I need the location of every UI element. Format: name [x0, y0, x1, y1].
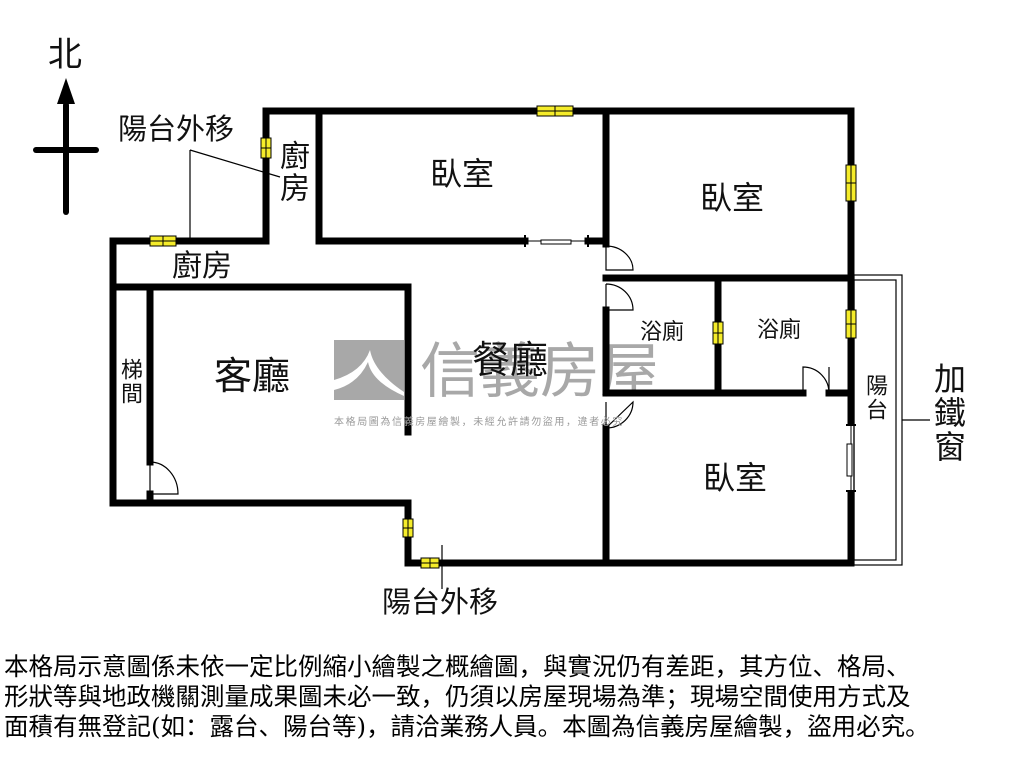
room-label-stairwell: 梯間 [117, 358, 142, 406]
room-label-kitchen-vertical: 廚房 [274, 140, 309, 204]
room-label-bedroom-top-right: 臥室 [700, 179, 765, 217]
room-label-bedroom-top-left: 臥室 [430, 155, 495, 193]
annotation-iron-window: 加鐵窗 [929, 362, 967, 464]
room-label-kitchen-horizontal: 廚房 [172, 249, 232, 284]
balcony-outline [853, 274, 930, 566]
disclaimer: 本格局示意圖係未依一定比例縮小繪製之概繪圖，與實況仍有差距，其方位、格局、 形狀… [4, 652, 1024, 742]
leader-lines [189, 149, 443, 589]
room-label-bathroom-right: 浴廁 [757, 318, 802, 343]
room-label-balcony: 陽台 [862, 374, 887, 422]
disclaimer-line: 面積有無登記(如：露台、陽台等)，請洽業務人員。本圖為信義房屋繪製，盜用必究。 [4, 712, 930, 741]
room-label-dining-room: 餐廳 [472, 338, 549, 382]
disclaimer-line: 形狀等與地政機關測量成果圖未必一致，仍須以房屋現場為準；現場空間使用方式及 [4, 682, 911, 711]
floor-plan: 信義房屋 [33, 78, 930, 589]
sliding-door-bedroom [524, 235, 589, 247]
compass-label: 北 [48, 35, 82, 75]
room-label-bedroom-bottom-right: 臥室 [703, 459, 768, 497]
room-label-bathroom-left: 浴廁 [640, 320, 685, 345]
swing-doors [149, 245, 830, 495]
annotation-balcony-moved-bottom: 陽台外移 [382, 585, 499, 619]
north-arrow-icon [33, 78, 99, 215]
disclaimer-line: 本格局示意圖係未依一定比例縮小繪製之概繪圖，與實況仍有差距，其方位、格局、 [4, 652, 911, 681]
room-label-living-room: 客廳 [214, 354, 291, 398]
annotation-balcony-moved-top: 陽台外移 [118, 112, 235, 146]
watermark-logo [334, 340, 404, 400]
windows [149, 105, 857, 569]
watermark-notice: 本格局圖為信義房屋繪製，未經允許請勿盜用，違者必究 [334, 417, 624, 428]
